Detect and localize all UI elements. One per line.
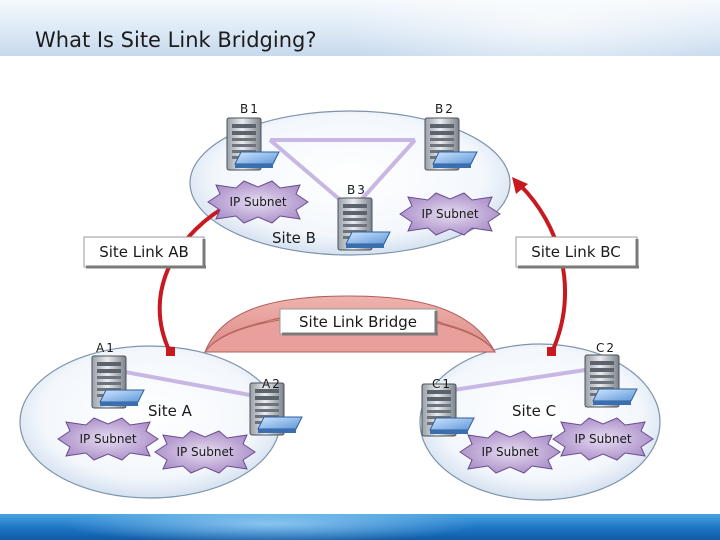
slide-header — [0, 0, 720, 56]
server-c2-label: C2 — [596, 341, 616, 355]
site-c-subnet-right — [552, 417, 654, 461]
site-link-ab-box: Site Link AB — [83, 236, 206, 269]
site-link-bc-box: Site Link BC — [515, 236, 639, 269]
slide-title: What Is Site Link Bridging? — [35, 28, 317, 52]
site-link-bridge-label: Site Link Bridge — [299, 313, 417, 331]
server-a1-label: A1 — [96, 341, 116, 355]
site-b-label: Site B — [272, 229, 316, 247]
site-link-bridge-box: Site Link Bridge — [279, 308, 438, 336]
site-b-subnet-right — [399, 192, 501, 236]
site-b-subnet-left — [207, 180, 309, 224]
server-b3-label: B3 — [347, 183, 367, 197]
site-c-subnet-left — [459, 430, 561, 474]
site-link-bc-arrowhead — [512, 177, 528, 194]
site-link-ab-end — [166, 347, 175, 356]
site-c-label: Site C — [512, 402, 556, 420]
server-c1-label: C1 — [432, 377, 452, 391]
site-b-subnet-left-label: IP Subnet — [229, 195, 286, 209]
site-a-subnet-left-label: IP Subnet — [79, 432, 136, 446]
site-a-cables — [124, 370, 251, 397]
site-b-subnet-right-label: IP Subnet — [421, 207, 478, 221]
site-link-bc-end — [547, 347, 556, 356]
server-a2-label: A2 — [262, 377, 282, 391]
server-b2-label: B2 — [435, 102, 455, 116]
site-c-subnet-left-label: IP Subnet — [481, 445, 538, 459]
site-c-cables — [439, 368, 586, 394]
site-a-subnet-right-label: IP Subnet — [176, 445, 233, 459]
site-link-bc-label: Site Link BC — [531, 243, 621, 261]
site-a-subnet-left — [57, 417, 159, 461]
slide-footer — [0, 514, 720, 540]
site-a-subnet-right — [154, 430, 256, 474]
server-b1-label: B1 — [240, 102, 260, 116]
site-link-ab-label: Site Link AB — [99, 243, 189, 261]
site-a-label: Site A — [148, 402, 193, 420]
site-c-subnet-right-label: IP Subnet — [574, 432, 631, 446]
